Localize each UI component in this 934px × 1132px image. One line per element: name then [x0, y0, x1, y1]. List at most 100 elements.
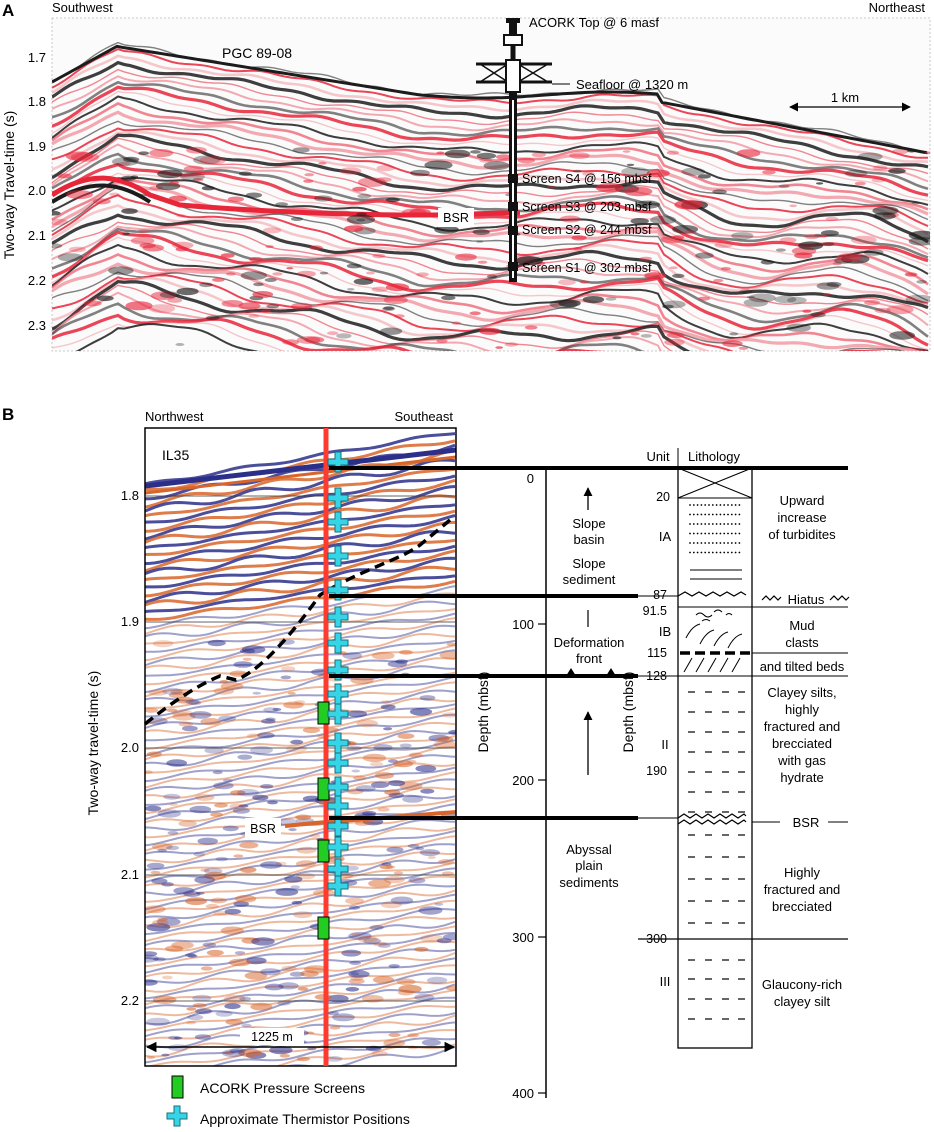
seismic-blob [233, 901, 249, 907]
seismic-blob [178, 820, 197, 827]
seismic-blob [825, 216, 839, 221]
seismic-blob [145, 905, 166, 914]
seismic-reflector [145, 503, 456, 549]
depth-tick-label: 400 [512, 1086, 534, 1101]
seismic-blob [336, 333, 352, 339]
turbidite-dot [711, 513, 714, 516]
seismic-blob [171, 709, 193, 717]
seismic-blob [148, 304, 176, 313]
seismic-blob [434, 902, 444, 906]
correlation-lines [329, 466, 848, 820]
slope-basin-label-1: Slope [572, 516, 605, 531]
seismic-blob [477, 260, 488, 264]
abyssal-label-2: plain [575, 858, 602, 873]
seismic-blob [212, 770, 223, 775]
turbidite-dot [692, 523, 695, 525]
seismic-blob [911, 201, 920, 205]
seismic-blob [195, 1008, 213, 1015]
turbidite-dot [734, 542, 737, 544]
seismic-blob [304, 173, 315, 177]
seismic-blob [295, 814, 312, 821]
y-tick-label: 2.3 [28, 318, 46, 333]
thermistor-markers [327, 451, 349, 897]
seismic-blob [346, 214, 376, 225]
seismic-blob [225, 1019, 243, 1025]
turbidite-dot [730, 532, 733, 535]
seismic-blob [176, 287, 199, 296]
seismic-blob [396, 978, 416, 986]
turbidite-dot [689, 523, 691, 525]
seismic-blob [296, 336, 321, 344]
seismic-blob [250, 1002, 273, 1011]
seismic-blob [348, 905, 360, 910]
tilted-bed-symbol [683, 657, 741, 673]
seismic-blob [712, 189, 727, 195]
seismic-reflector [145, 735, 456, 774]
turbidite-dot [715, 513, 718, 516]
seismic-reflector [145, 617, 456, 662]
seismic-blob [202, 942, 216, 948]
seismic-blob [175, 343, 185, 346]
seismic-blob [816, 282, 840, 290]
seismic-blob [907, 149, 917, 153]
seismic-blob [639, 256, 653, 261]
seismic-blob [816, 182, 824, 185]
acork-frame-braces [479, 63, 549, 83]
turbidite-dot [719, 523, 722, 525]
seismic-blob [495, 346, 504, 349]
seismic-blob [415, 847, 425, 851]
seismic-blob [486, 274, 498, 279]
seismic-reflector [145, 925, 456, 968]
seismic-blob [340, 873, 354, 879]
seismic-blob [407, 1033, 419, 1038]
seismic-blob [347, 710, 367, 718]
turbidite-dot [734, 523, 737, 525]
seismic-blob [228, 958, 251, 967]
seismic-blob [622, 150, 631, 153]
seismic-blob [774, 295, 797, 304]
seismic-blob [172, 241, 194, 249]
screen-s1-marker [508, 262, 518, 271]
seismic-blob [277, 1001, 291, 1006]
seismic-blob [260, 784, 274, 789]
seismic-blob [630, 218, 649, 225]
seismic-blob [242, 657, 252, 661]
seismic-blob [722, 340, 743, 347]
seafloor-label: Seafloor @ 1320 m [576, 77, 688, 92]
seismic-blob [303, 179, 314, 183]
seismic-blob [314, 994, 333, 1000]
seismic-blob [836, 253, 863, 262]
seismic-blob [664, 338, 685, 346]
seismic-blob [582, 171, 595, 176]
seismic-reflector [52, 178, 929, 286]
seismic-blob [419, 695, 436, 701]
seismic-blob [376, 177, 392, 183]
seismic-blob [295, 860, 317, 868]
turbidite-dot [723, 523, 726, 525]
seismic-blob [151, 878, 168, 884]
seismic-blob [194, 794, 215, 801]
turbidite-dot [734, 532, 737, 535]
seismic-blob [220, 682, 244, 691]
turbidite-dot [689, 542, 691, 544]
seismic-blob [572, 247, 583, 251]
seismic-blob [408, 877, 426, 884]
seismic-blob [476, 240, 484, 243]
seismic-blob [219, 680, 229, 684]
seismic-blob [230, 790, 246, 796]
seismic-blob [427, 856, 436, 859]
seismic-blob [383, 875, 405, 884]
seismic-blob [426, 976, 448, 985]
seismic-blob [195, 891, 205, 895]
screen-s2-marker [508, 226, 518, 235]
seismic-reflector [145, 538, 456, 581]
seismic-blob [111, 157, 139, 167]
seismic-blob [332, 1013, 355, 1022]
seismic-reflector [145, 544, 456, 589]
seismic-blob [355, 785, 376, 793]
seismic-reflector [145, 713, 456, 757]
seismic-reflector [145, 932, 456, 974]
panel-a-direction-right: Northeast [869, 0, 926, 15]
seismic-blob [206, 315, 220, 321]
seismic-blob [166, 845, 180, 851]
